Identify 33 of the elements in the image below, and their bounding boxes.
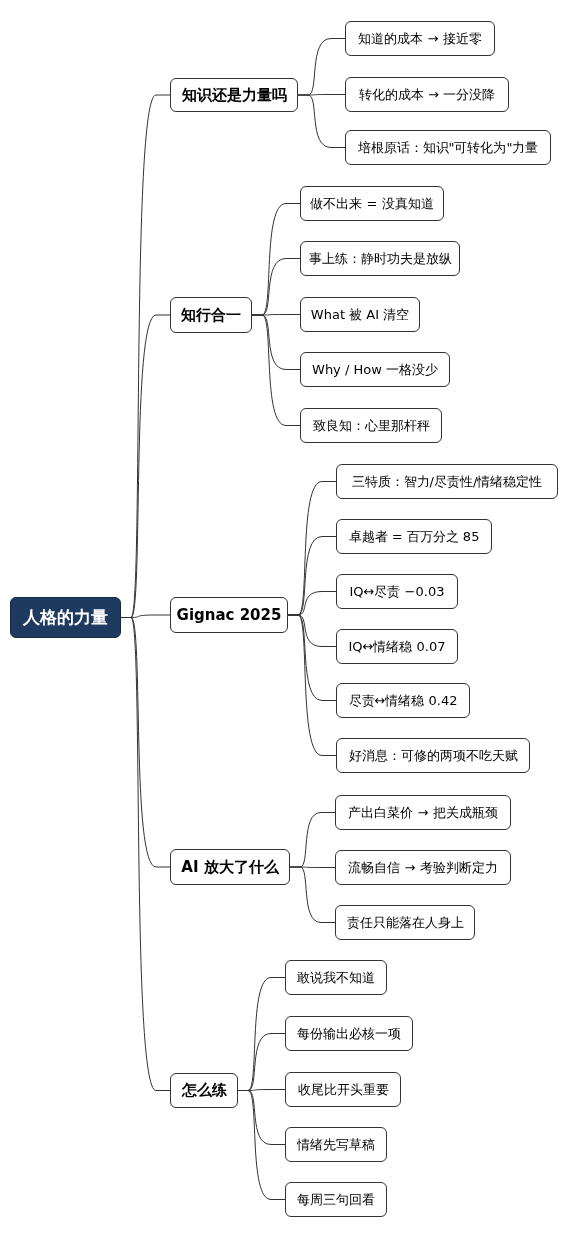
subtopic-box: 收尾比开头重要: [285, 1072, 401, 1107]
subtopic-box: 三特质：智力/尽责性/情绪稳定性: [336, 464, 558, 499]
subtopic-box: IQ↔尽责 −0.03: [336, 574, 458, 609]
subtopic-box: What 被 AI 清空: [300, 297, 420, 332]
topic-box: Gignac 2025: [170, 597, 288, 633]
subtopic-box: Why / How 一格没少: [300, 352, 450, 387]
subtopic-box: 致良知：心里那杆秤: [300, 408, 442, 443]
subtopic-box: 责任只能落在人身上: [335, 905, 475, 940]
topic-box: 知识还是力量吗: [170, 78, 298, 112]
topic-box: 怎么练: [170, 1073, 238, 1108]
subtopic-box: 转化的成本 → 一分没降: [345, 77, 509, 112]
topic-box: AI 放大了什么: [170, 849, 290, 885]
connector-line: [237, 1090, 286, 1200]
connector-line: [297, 94, 346, 148]
subtopic-box: 事上练：静时功夫是放纵: [300, 241, 460, 276]
connector-line: [289, 866, 336, 923]
topic-box: 知行合一: [170, 297, 252, 333]
subtopic-box: 每周三句回看: [285, 1182, 387, 1217]
subtopic-box: 尽责↔情绪稳 0.42: [336, 683, 470, 718]
subtopic-box: 好消息：可修的两项不吃天赋: [336, 738, 530, 773]
connector-line: [287, 614, 337, 756]
subtopic-box: 每份输出必核一项: [285, 1016, 413, 1051]
subtopic-box: IQ↔情绪稳 0.07: [336, 629, 458, 664]
connector-line: [251, 314, 301, 426]
subtopic-box: 敢说我不知道: [285, 960, 387, 995]
subtopic-box: 知道的成本 → 接近零: [345, 21, 495, 56]
subtopic-box: 流畅自信 → 考验判断定力: [335, 850, 511, 885]
subtopic-box: 做不出来 = 没真知道: [300, 186, 444, 221]
subtopic-box: 培根原话：知识"可转化为"力量: [345, 130, 551, 165]
subtopic-box: 情绪先写草稿: [285, 1127, 387, 1162]
subtopic-box: 产出白菜价 → 把关成瓶颈: [335, 795, 511, 830]
root-topic-box: 人格的力量: [10, 597, 121, 638]
subtopic-box: 卓越者 = 百万分之 85: [336, 519, 492, 554]
